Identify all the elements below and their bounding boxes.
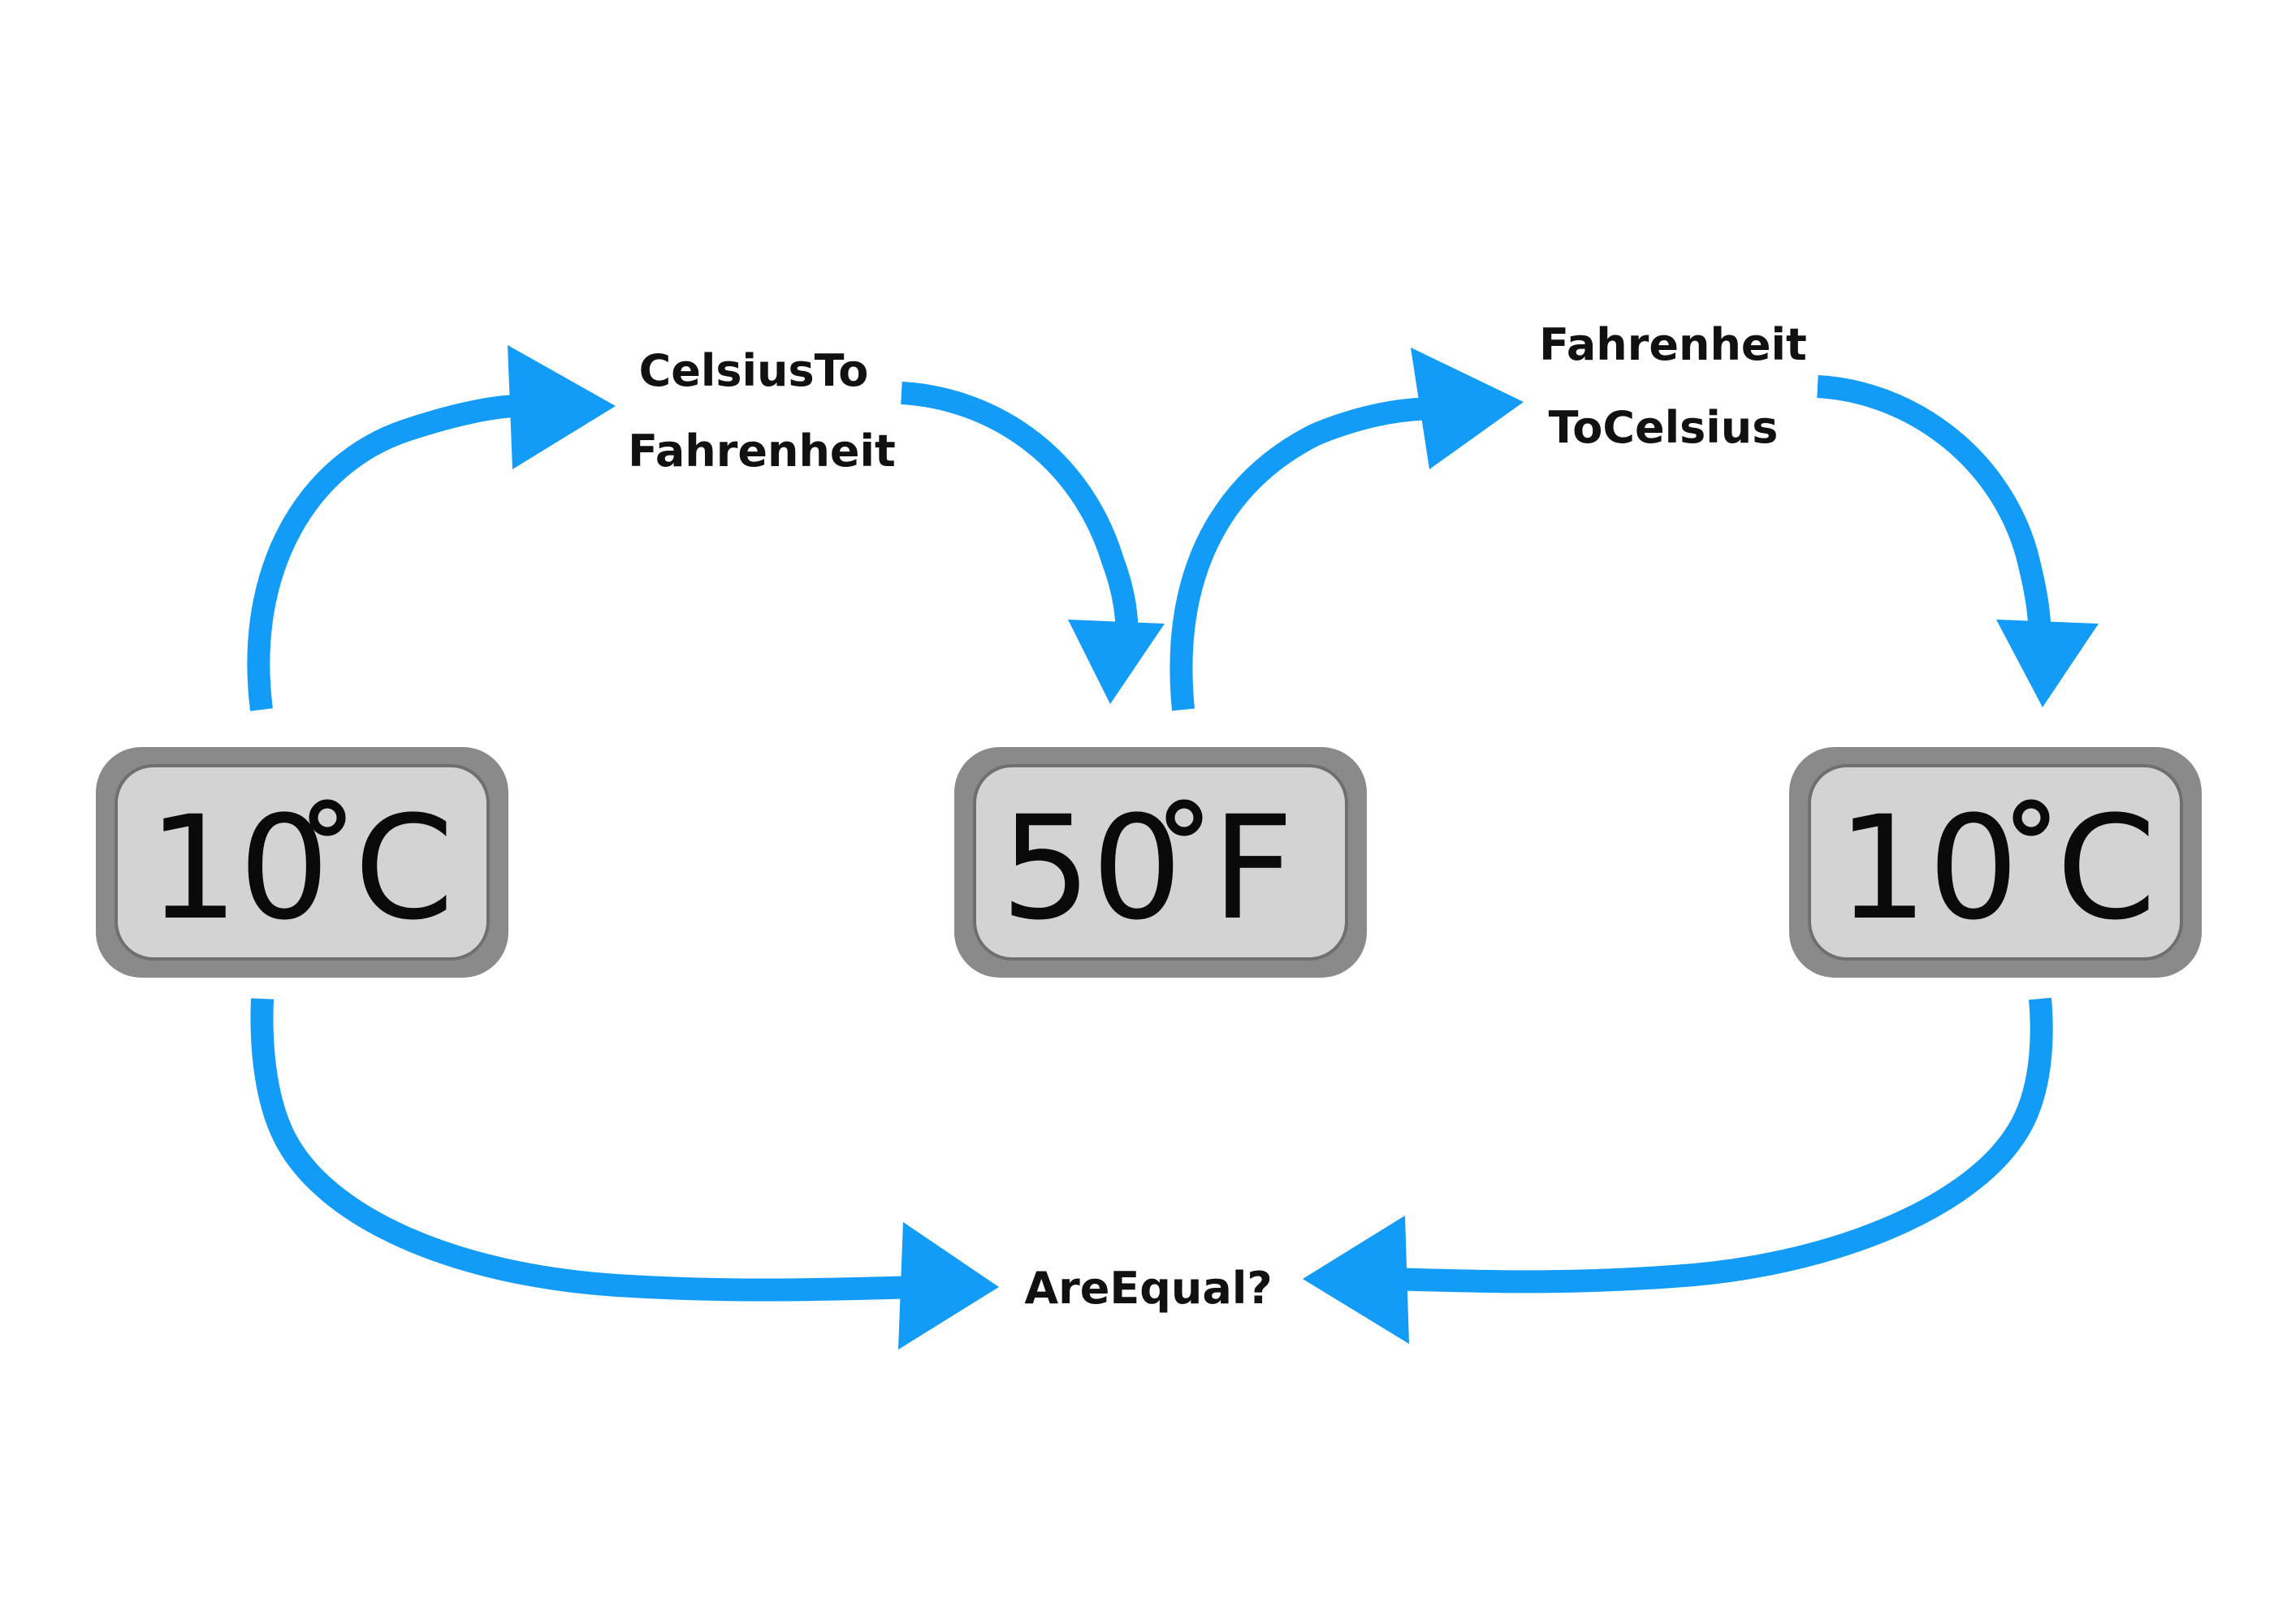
node-end-unit: C [2056,785,2156,952]
arrow-middle-to-fahrenheit-to-celsius [1169,348,1524,711]
label-celsius-to-fahrenheit-line2: Fahrenheit [628,425,896,477]
node-middle: 50 F [954,747,1367,978]
label-fahrenheit-to-celsius-line2: ToCelsius [1549,402,1779,453]
degree-symbol-start [309,799,346,836]
arrow-fahrenheit-to-celsius-to-end [1817,375,2099,707]
node-middle-unit: F [1212,785,1294,952]
degree-symbol-middle [1165,799,1203,836]
arrow-end-to-are-equal [1303,997,2053,1344]
node-end: 10 C [1789,747,2202,978]
arrow-celsius-to-fahrenheit-to-middle [901,382,1165,704]
arrow-start-to-are-equal [250,998,999,1350]
label-fahrenheit-to-celsius-line1: Fahrenheit [1539,319,1807,370]
node-start-unit: C [354,785,454,952]
degree-symbol-end [2012,799,2050,836]
node-start: 10 C [96,747,508,978]
arrow-start-to-celsius-to-fahrenheit [247,345,616,711]
node-start-value: 10 [148,785,330,952]
label-celsius-to-fahrenheit-line1: CelsiusTo [639,345,869,396]
node-middle-value: 50 [1001,785,1182,952]
node-end-value: 10 [1837,785,2019,952]
label-are-equal: AreEqual? [1024,1263,1272,1314]
